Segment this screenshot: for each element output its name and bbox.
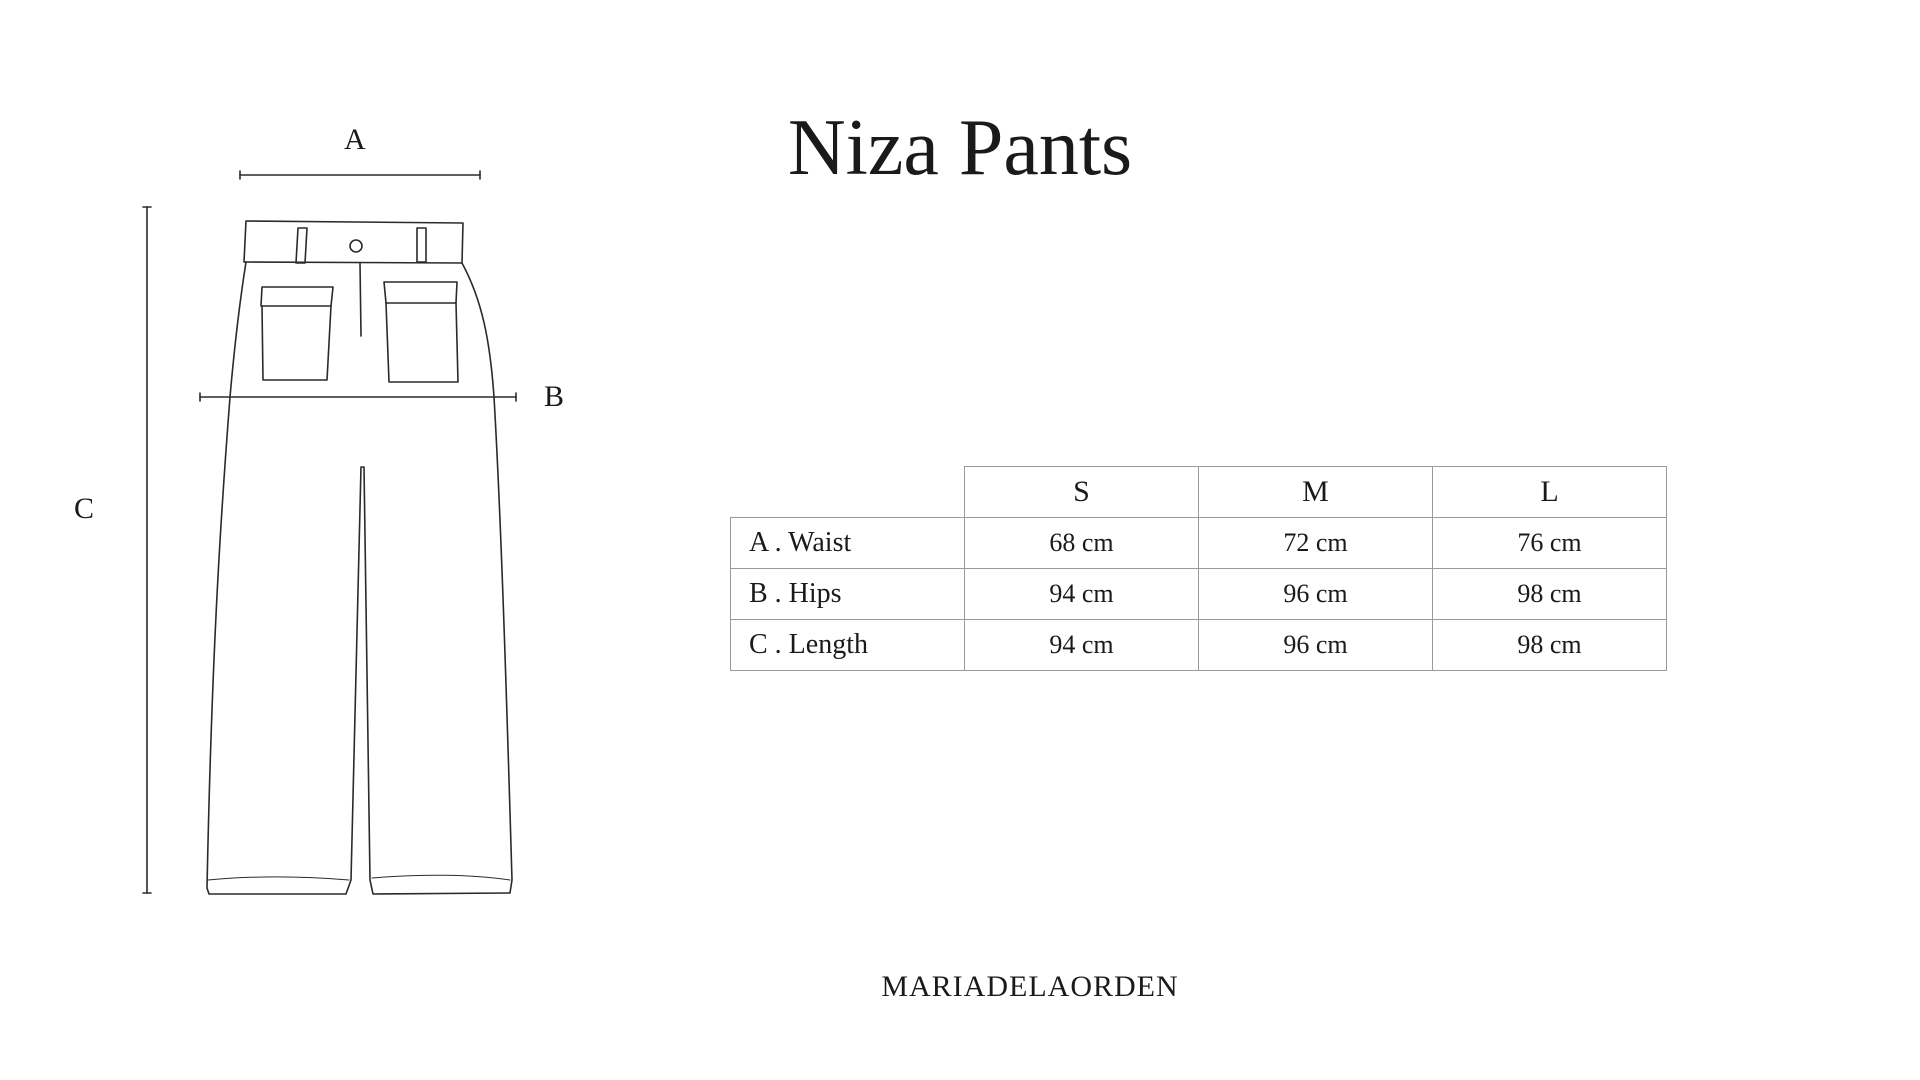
size-header-m: M — [1198, 466, 1433, 518]
size-header-l: L — [1432, 466, 1667, 518]
row-label-hips: B . Hips — [730, 568, 965, 620]
size-table: S M L A . Waist 68 cm 72 cm 76 cm B . Hi… — [730, 466, 1667, 671]
table-header-row: S M L — [730, 466, 1667, 518]
cell-hips-l: 98 cm — [1432, 568, 1667, 620]
cell-hips-s: 94 cm — [964, 568, 1199, 620]
hips-label: B — [544, 380, 565, 413]
cell-waist-m: 72 cm — [1198, 517, 1433, 569]
size-header-s: S — [964, 466, 1199, 518]
cell-length-s: 94 cm — [964, 619, 1199, 671]
pants-sketch — [142, 170, 517, 895]
row-label-length: C . Length — [730, 619, 965, 671]
waist-label: A — [344, 123, 366, 156]
pants-outline — [206, 261, 513, 895]
table-row-waist: A . Waist 68 cm 72 cm 76 cm — [730, 517, 1667, 569]
cell-waist-s: 68 cm — [964, 517, 1199, 569]
cell-waist-l: 76 cm — [1432, 517, 1667, 569]
table-row-hips: B . Hips 94 cm 96 cm 98 cm — [730, 568, 1667, 620]
pants-diagram: A B C — [0, 0, 640, 960]
cell-length-l: 98 cm — [1432, 619, 1667, 671]
row-label-waist: A . Waist — [730, 517, 965, 569]
page-title: Niza Pants — [787, 104, 1133, 192]
waistband-outline — [243, 220, 464, 264]
empty-corner-cell — [730, 466, 965, 518]
cell-length-m: 96 cm — [1198, 619, 1433, 671]
length-label: C — [74, 492, 95, 525]
cell-hips-m: 96 cm — [1198, 568, 1433, 620]
table-row-length: C . Length 94 cm 96 cm 98 cm — [730, 619, 1667, 671]
brand-name: MARIADELAORDEN — [881, 970, 1179, 1003]
